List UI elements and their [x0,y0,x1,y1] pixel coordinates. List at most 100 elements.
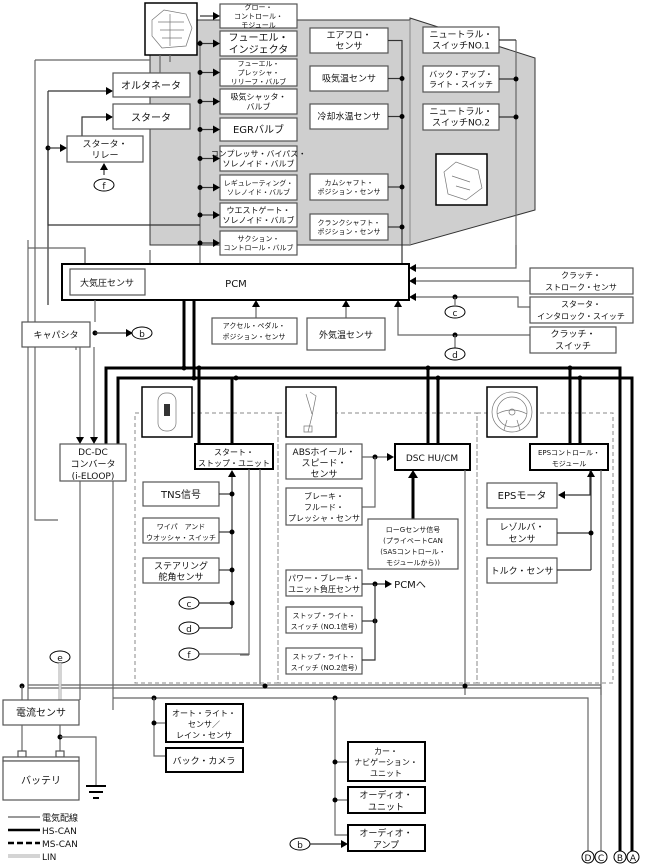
ambient-temp-sensor-box: 外気温センサ [306,317,386,351]
svg-text:トルク・センサ: トルク・センサ [491,566,554,577]
svg-text:d: d [186,625,192,635]
sensors-item: 冷却水温センサ [309,103,405,130]
tswitches-item: バック・アップ・ライト・スイッチ [422,65,519,93]
svg-text:b: b [297,841,303,851]
actuators-item: サクション・コントロール・バルブ [197,230,298,256]
svg-text:ライト・スイッチ: ライト・スイッチ [429,80,493,89]
svg-text:スイッチ (NO.2信号): スイッチ (NO.2信号) [291,663,358,672]
tswitches-item: ニュートラル・スイッチNO.2 [422,103,519,131]
svg-text:ABSホイール・: ABSホイール・ [293,447,356,458]
actuators-item: フューエル・プレッシャ・リリーフ・バルブ [197,58,298,87]
legend: 電気配線 HS-CAN MS-CAN LIN [8,812,78,863]
svg-text:スイッチ: スイッチ [555,341,591,352]
svg-text:ポジション・センサ: ポジション・センサ [223,333,286,341]
low-g-sensor-signal-box: ローGセンサ信号 (プライベートCAN (SASコントロール・ モジュールから)… [367,518,459,570]
terminal-D: D [581,850,595,864]
svg-text:パワー・ブレーキ・: パワー・ブレーキ・ [288,573,360,583]
svg-text:グロー・: グロー・ [245,2,273,11]
legend-lin: LIN [42,853,56,863]
svg-text:B: B [617,854,623,864]
auto-light-rain-sensor-box: オート・ライト・ センサ／ レイン・センサ [165,703,244,743]
svg-text:リレー: リレー [91,151,118,161]
svg-text:ソレノイド・バルブ: ソレノイド・バルブ [227,187,290,196]
svg-text:ストップ・ライト・: ストップ・ライト・ [293,653,356,661]
back-camera-box: バック・カメラ [165,747,244,773]
svg-text:ソレノイド・バルブ: ソレノイド・バルブ [223,215,295,225]
svg-text:ポジション・センサ: ポジション・センサ [318,228,381,236]
svg-text:ソレノイド・バルブ: ソレノイド・バルブ [223,158,295,168]
svg-text:ナビゲーション・: ナビゲーション・ [354,757,418,767]
svg-text:モジュール: モジュール [241,21,276,29]
svg-text:バック・アップ・: バック・アップ・ [429,70,493,79]
svg-text:ストローク・センサ: ストローク・センサ [545,283,617,292]
svg-text:スタータ・: スタータ・ [82,139,127,150]
svg-text:スタート・: スタート・ [214,448,254,457]
svg-text:大気圧センサ: 大気圧センサ [80,277,134,289]
clutch-stroke-sensor-box: クラッチ・ ストローク・センサ [529,267,634,295]
svg-text:コントロール・: コントロール・ [234,12,283,20]
svg-text:(プライベートCAN: (プライベートCAN [383,537,443,545]
svg-text:レゾルバ・: レゾルバ・ [499,522,544,533]
svg-text:ステアリング: ステアリング [154,560,208,572]
svg-text:PCM: PCM [225,279,247,290]
stop-light-switch-2-box: ストップ・ライト・ スイッチ (NO.2信号) [285,647,363,675]
svg-text:レギュレーティング・: レギュレーティング・ [224,178,293,187]
starter-interlock-switch-box: スタータ・ インタロック・スイッチ [529,296,634,324]
sensors-item: カムシャフト・ポジション・センサ [309,173,405,201]
svg-text:フューエル・: フューエル・ [229,33,289,44]
svg-text:アンプ: アンプ [373,840,399,851]
connector-d-pcm: d [444,347,466,361]
starter-box: スタータ [112,103,191,130]
svg-text:ブレーキ・: ブレーキ・ [304,491,344,501]
svg-text:センサ: センサ [335,41,362,52]
svg-text:モジュール: モジュール [552,460,587,468]
svg-text:ユニット負圧センサ: ユニット負圧センサ [288,584,360,594]
svg-text:センサ: センサ [508,534,535,545]
svg-text:カー・: カー・ [374,747,398,756]
svg-text:ウエストゲート・: ウエストゲート・ [227,205,291,215]
svg-text:プレッシャ・: プレッシャ・ [238,69,280,77]
start-stop-group [134,412,279,684]
alternator-box: オルタネータ [112,72,191,98]
svg-text:バック・カメラ: バック・カメラ [173,756,236,767]
car-navigation-unit-box: カー・ ナビゲーション・ ユニット [347,741,426,782]
svg-text:冷却水温センサ: 冷却水温センサ [317,111,380,123]
svg-text:ポジション・センサ: ポジション・センサ [318,188,381,196]
svg-text:キャパシタ: キャパシタ [33,330,78,341]
eps-control-module-box: EPSコントロール・ モジュール [529,443,609,471]
abs-wheel-speed-sensor-box: ABSホイール・ スピード・ センサ [285,443,363,480]
svg-text:スイッチ (NO.1信号): スイッチ (NO.1信号) [291,622,358,631]
svg-text:EGRバルブ: EGRバルブ [233,123,284,136]
starter-relay-box: スタータ・ リレー [66,135,144,163]
connector-b-cap: b [131,326,153,340]
stop-light-switch-1-box: ストップ・ライト・ スイッチ (NO.1信号) [285,606,363,634]
actuator-list: グロー・コントロール・モジュールフューエル・インジェクタフューエル・プレッシャ・… [197,2,306,256]
wiper-washer-switch-box: ワイパ アンド ウオッシャ・スイッチ [142,517,220,544]
baro-sensor-box: 大気圧センサ [69,268,146,296]
connector-f-ss: f [178,647,200,661]
terminal-A: A [626,850,640,864]
svg-text:d: d [452,351,458,361]
actuators-item: 吸気シャッタ・バルブ [197,88,298,115]
steering-wheel-image [486,386,538,438]
tns-signal-box: TNS信号 [142,481,220,507]
svg-text:リリーフ・バルブ: リリーフ・バルブ [231,77,287,86]
svg-text:ユニット: ユニット [368,803,404,813]
svg-text:電流センサ: 電流センサ [16,706,66,719]
svg-text:ストップ・ユニット: ストップ・ユニット [198,459,270,468]
svg-text:ストップ・ライト・: ストップ・ライト・ [293,612,356,620]
svg-text:舵角センサ: 舵角センサ [158,571,203,583]
current-sensor-box: 電流センサ [2,699,80,726]
svg-text:オーディオ・: オーディオ・ [359,789,412,801]
svg-text:インタロック・スイッチ: インタロック・スイッチ [537,312,625,321]
svg-text:(i-ELOOP): (i-ELOOP) [72,472,115,482]
svg-text:オート・ライト・: オート・ライト・ [172,709,236,718]
connector-c-ss: c [178,596,200,610]
svg-text:c: c [187,600,192,610]
actuators-item: フューエル・インジェクタ [197,30,298,57]
actuators-item: レギュレーティング・ソレノイド・バルブ [197,174,298,201]
accel-pedal-sensor-box: アクセル・ペダル・ ポジション・センサ [211,317,298,345]
dsc-group [277,412,478,684]
eps-motor-box: EPSモータ [486,482,558,509]
connector-f-top: f [93,178,115,192]
